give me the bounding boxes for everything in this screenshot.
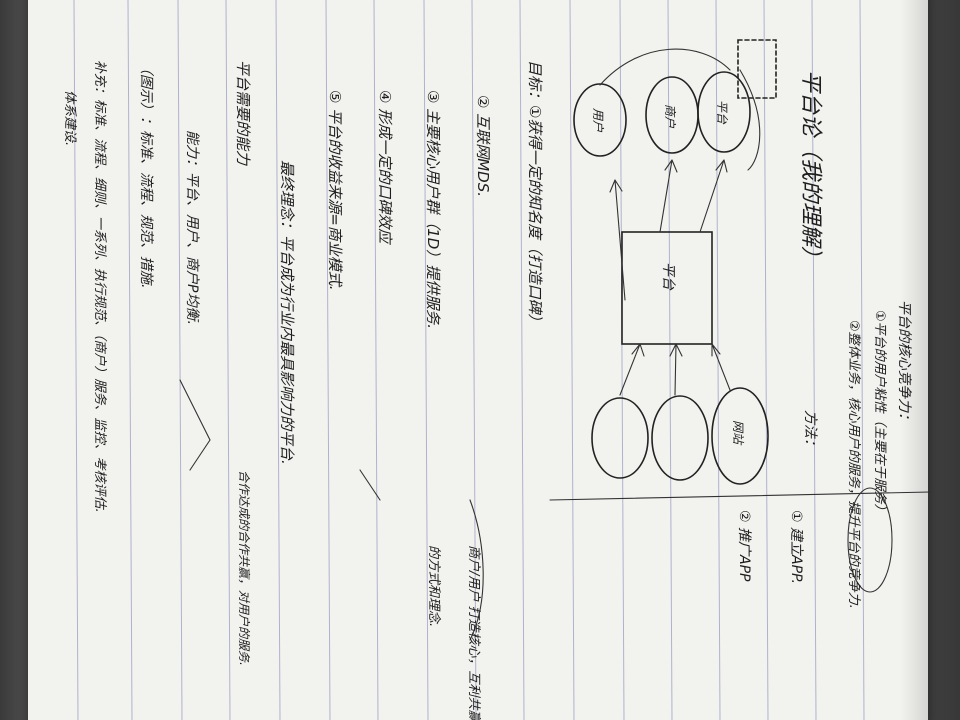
ellipse-user (573, 83, 627, 157)
tag-box (737, 39, 777, 99)
divider-line (549, 491, 931, 501)
brace (469, 499, 484, 641)
note-line-goal-1: 目标：①获得一定的知名度（打造口碑） (526, 60, 544, 328)
note-line-goal-4: ④ 形成一定的口碑效应 (376, 90, 394, 245)
ellipse-website-label: 网站 (731, 420, 745, 446)
note-line-diagram-note: （图示）：标准、流程、规范、措施. (138, 60, 154, 288)
notebook-page (28, 0, 928, 720)
note-line-method-heading: 方法： (802, 410, 818, 452)
arrow-to-merchant (659, 159, 678, 233)
note-line-system: 体系建设. (62, 90, 77, 146)
note-line-core-heading: 平台的核心竞争力： (896, 300, 912, 426)
ellipse-bottom-1 (591, 397, 649, 479)
note-line-method-1: ① 建立APP. (788, 510, 804, 584)
note-line-core-2: ②整体业务，核心用户的服务，提升平台的竞争力. (846, 320, 861, 609)
bracket-mark (179, 379, 211, 471)
note-line-cooperation: 合作达成的合作共赢，对用户的服务. (237, 470, 251, 666)
arrow-from-bottom-2 (669, 343, 683, 396)
ellipse-merchant-label: 商户 (663, 104, 677, 129)
note-title: 平台论（我的理解） (798, 70, 823, 268)
note-line-merchant: 商户/用户 打造核心，互利共赢 (466, 545, 482, 720)
slash-mark (359, 469, 381, 501)
center-box (621, 231, 713, 345)
arc-right (739, 69, 761, 171)
center-box-label: 平台 (660, 262, 676, 291)
ellipse-website (711, 387, 769, 485)
note-line-method-2: ② 推广APP (736, 510, 752, 582)
arrow-to-user (609, 179, 626, 301)
diagram: 平台 用户 商户 平台 网站 (573, 39, 777, 485)
circled-note (847, 487, 893, 593)
ruled-lines (73, 0, 865, 720)
note-line-supplement: 补充：标准、流程、细则、一系列、执行规范、（商户）服务、监控、考核评估. (92, 60, 108, 513)
ellipse-platform-label: 平台 (715, 100, 729, 125)
text-lines: 平台论（我的理解） 目标：①获得一定的知名度（打造口碑） ② 互联网MDS. ③… (62, 60, 912, 720)
note-line-goal-5: ⑤ 平台的收益来源=商业模式. (326, 90, 344, 291)
page-edge-shadow (900, 0, 960, 720)
note-line-capability-heading: 平台需要的能力 (234, 60, 252, 166)
ellipse-user-label: 用户 (591, 108, 605, 133)
note-line-goal-3: ③ 主要核心用户群（1D）提供服务. (424, 90, 442, 329)
arrow-from-website (711, 343, 731, 391)
note-line-capability: 能力：平台、用户、商户P均衡. (184, 130, 200, 325)
arrow-to-platform (699, 159, 728, 233)
arrow-from-bottom-1 (619, 343, 645, 396)
note-line-goal-2: ② 互联网MDS. (474, 95, 492, 197)
note-line-core-1: ①平台的用户粘性（主要在于服务） (872, 310, 888, 517)
ellipse-platform (697, 71, 751, 153)
note-line-vision: 最终理念：平台成为行业内最具影响力的平台. (278, 160, 296, 465)
arc-top (599, 48, 731, 86)
ellipse-bottom-2 (651, 395, 709, 481)
note-line-approach: 的方式和理念. (426, 545, 442, 627)
